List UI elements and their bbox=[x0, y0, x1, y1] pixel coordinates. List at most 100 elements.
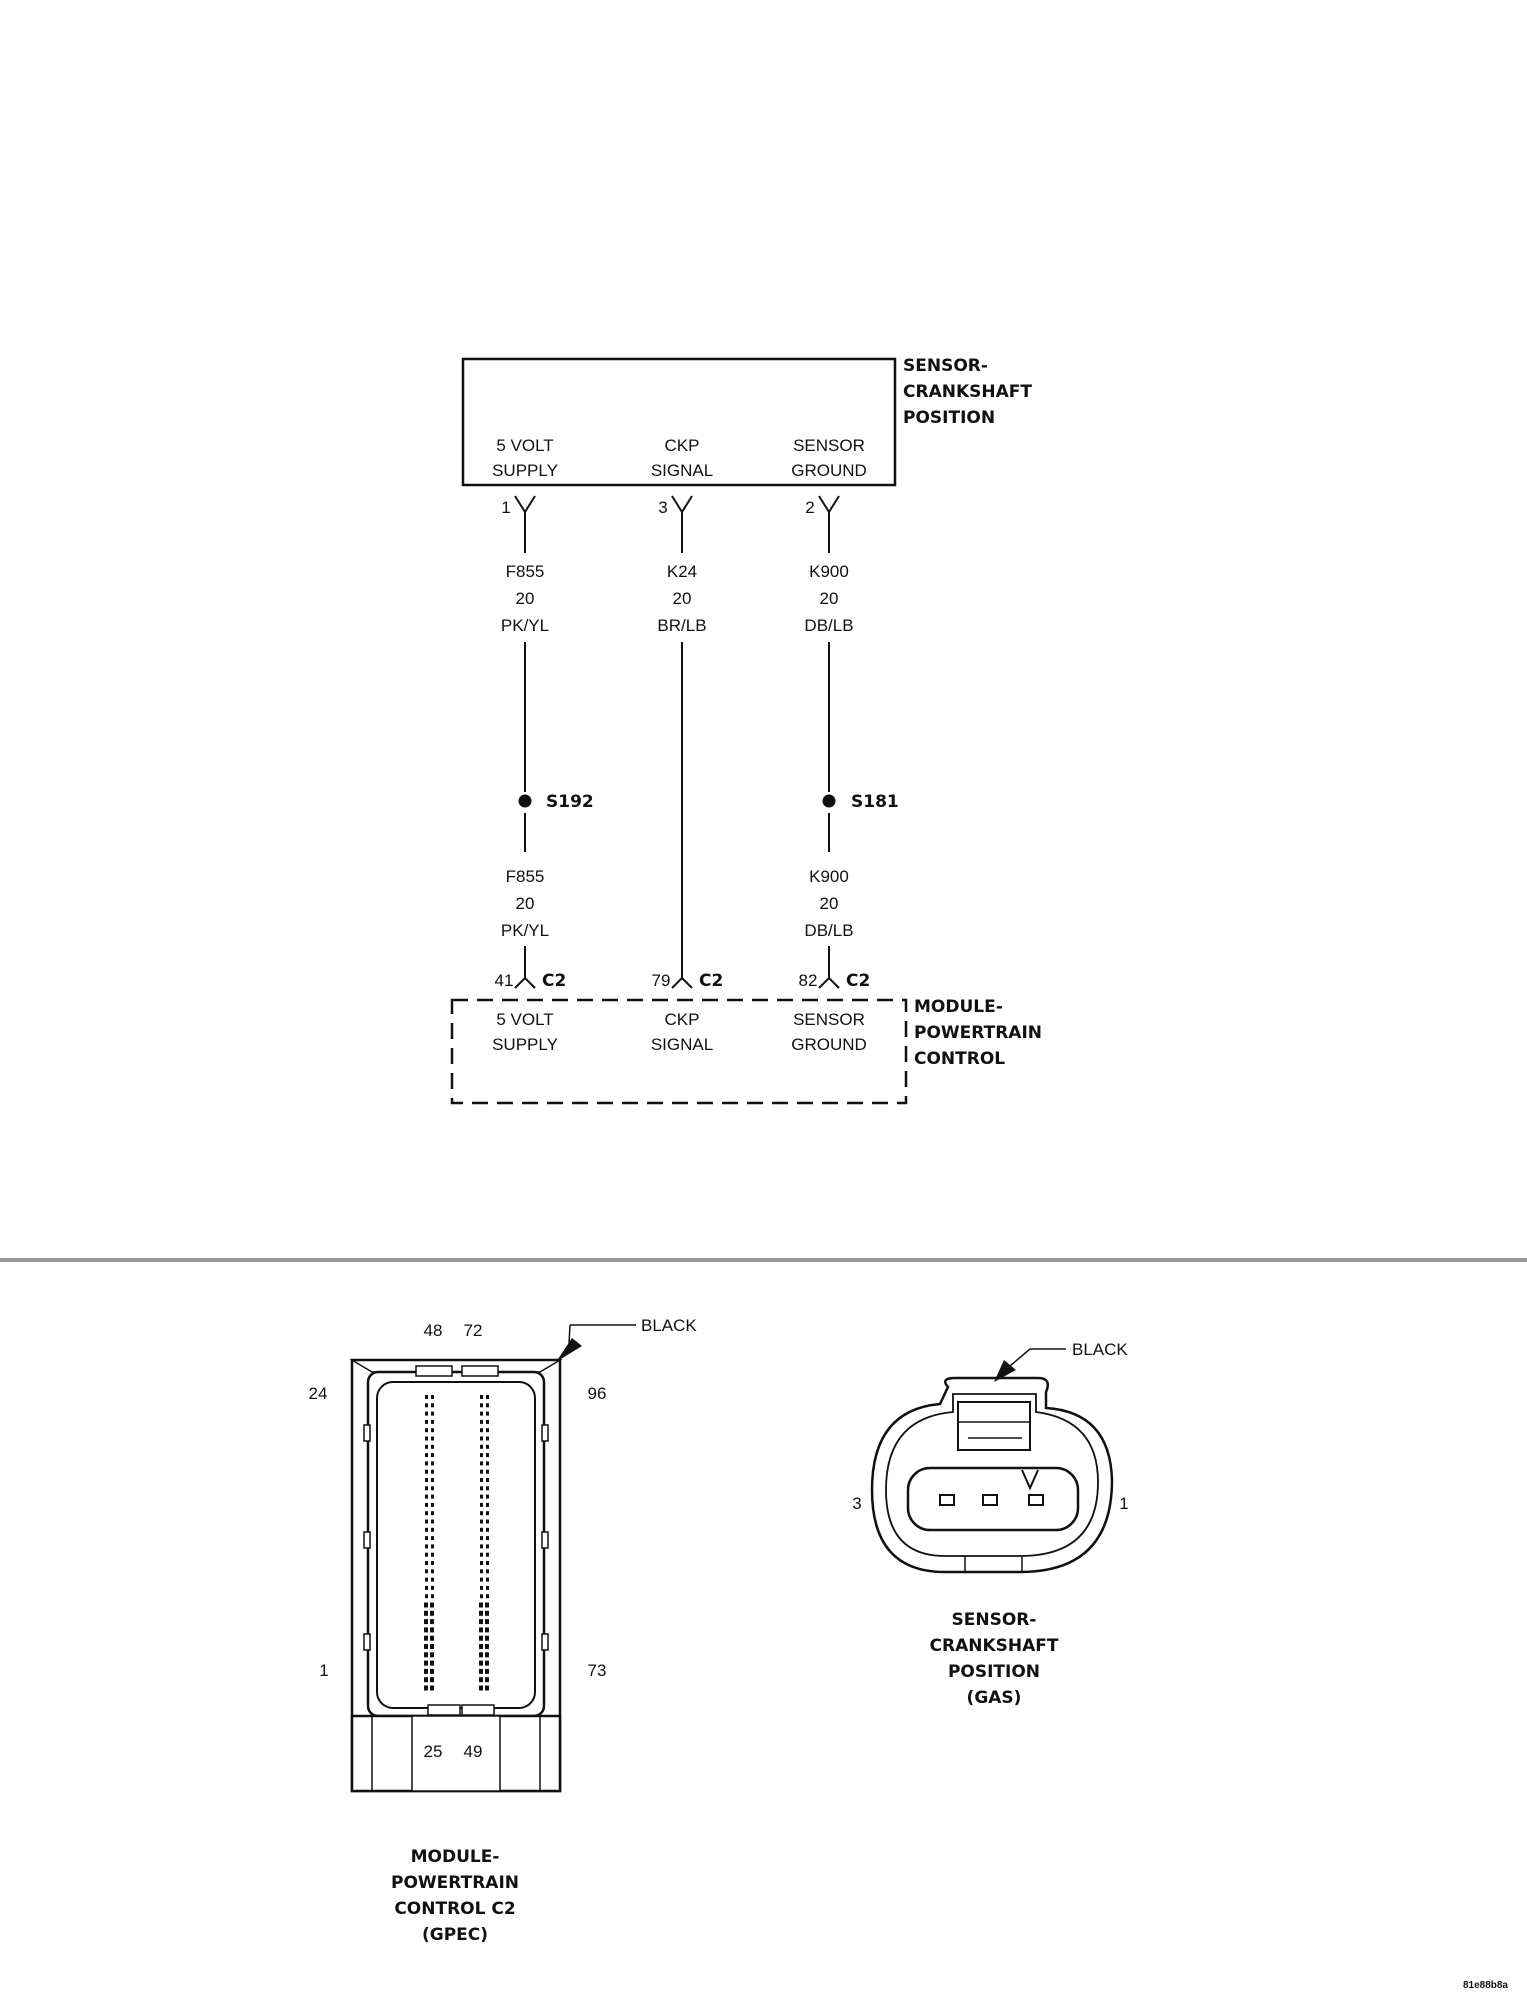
pin-cavity bbox=[425, 1527, 428, 1532]
splice2-circuit: K900 bbox=[809, 867, 849, 886]
pin-cavity bbox=[430, 1627, 434, 1633]
sensor-terminals bbox=[514, 495, 840, 514]
pin-cavity bbox=[480, 1527, 483, 1532]
pin-cavity bbox=[486, 1552, 489, 1557]
pin-cavity bbox=[424, 1635, 428, 1641]
pin-cavity bbox=[480, 1585, 483, 1590]
pin-cavity bbox=[479, 1668, 483, 1674]
terminal-82-symbol bbox=[818, 976, 840, 989]
module-pin79-label-line1: CKP bbox=[665, 1010, 700, 1029]
pin-cavity bbox=[425, 1552, 428, 1557]
sensor-pin1-label-line2: SUPPLY bbox=[492, 461, 558, 480]
pin-cavity bbox=[431, 1511, 434, 1516]
pin-cavity bbox=[431, 1561, 434, 1565]
pin-cavity bbox=[431, 1536, 434, 1541]
pin-cavity bbox=[480, 1561, 483, 1565]
pin-cavity bbox=[480, 1403, 483, 1408]
ckp-caption-line1: SENSOR- bbox=[952, 1610, 1037, 1630]
module-pin82-label-line2: GROUND bbox=[791, 1035, 867, 1054]
pin-cavity bbox=[425, 1594, 428, 1599]
pin-cavity bbox=[431, 1585, 434, 1590]
ckp-sensor-connector-drawing bbox=[870, 1376, 1114, 1574]
pin-cavity bbox=[425, 1502, 428, 1507]
pin-cavity bbox=[430, 1602, 434, 1608]
pin-cavity bbox=[431, 1453, 434, 1458]
pin-cavity bbox=[480, 1536, 483, 1541]
pin-cavity bbox=[431, 1494, 434, 1499]
pin-cavity bbox=[486, 1594, 489, 1599]
pcm-pin-label-25: 25 bbox=[424, 1742, 443, 1761]
sensor-box bbox=[461, 357, 897, 487]
pin-cavity bbox=[486, 1494, 489, 1499]
pin-cavity bbox=[424, 1644, 428, 1649]
pin-cavity bbox=[431, 1502, 434, 1507]
module-pin-number-82: 82 bbox=[799, 971, 818, 990]
wire3-circuit: K900 bbox=[809, 562, 849, 581]
sensor-pin-number-1: 1 bbox=[501, 498, 510, 517]
pin-cavity bbox=[425, 1494, 428, 1499]
pin-cavity bbox=[486, 1411, 489, 1416]
pcm-c2-connector-drawing bbox=[349, 1358, 563, 1793]
pin-cavity bbox=[431, 1527, 434, 1532]
pin-cavity bbox=[486, 1561, 489, 1565]
module-box bbox=[450, 998, 908, 1105]
ckp-callout-leader-diagonal bbox=[1009, 1348, 1031, 1367]
splice-s192-dot bbox=[518, 794, 532, 808]
pin-cavity bbox=[479, 1610, 483, 1616]
pin-cavity bbox=[431, 1544, 434, 1549]
pin-cavity bbox=[425, 1444, 428, 1449]
pin-cavity bbox=[486, 1486, 489, 1491]
pin-cavity bbox=[485, 1652, 489, 1658]
ckp-caption-line3: POSITION bbox=[948, 1662, 1040, 1682]
pin-cavity bbox=[479, 1619, 483, 1625]
pin-cavity bbox=[486, 1395, 489, 1399]
pin-cavity bbox=[486, 1519, 489, 1524]
splice1-circuit: F855 bbox=[506, 867, 545, 886]
pin-cavity bbox=[486, 1544, 489, 1549]
pin-cavity bbox=[480, 1411, 483, 1416]
pin-cavity bbox=[486, 1527, 489, 1532]
pin-cavity bbox=[430, 1668, 434, 1674]
pin-cavity bbox=[486, 1469, 489, 1474]
pin-cavity bbox=[480, 1419, 483, 1424]
pin-cavity bbox=[485, 1668, 489, 1674]
sensor-title-line2: CRANKSHAFT bbox=[903, 382, 1032, 402]
pin-cavity bbox=[425, 1403, 428, 1408]
pcm-pin-label-49: 49 bbox=[464, 1742, 483, 1761]
ckp-housing-outline bbox=[870, 1376, 1114, 1574]
pin-cavity bbox=[486, 1436, 489, 1441]
sensor-pin-number-3: 3 bbox=[658, 498, 667, 517]
pin-cavity bbox=[424, 1685, 428, 1691]
pin-cavity bbox=[425, 1536, 428, 1541]
pin-cavity bbox=[425, 1569, 428, 1574]
splice2-color: DB/LB bbox=[804, 921, 853, 940]
wire3-color: DB/LB bbox=[804, 616, 853, 635]
pin-cavity bbox=[486, 1461, 489, 1466]
pin-cavity bbox=[431, 1569, 434, 1574]
section-divider bbox=[0, 1258, 1527, 1262]
pin-cavity bbox=[425, 1428, 428, 1433]
pin-cavity bbox=[424, 1668, 428, 1674]
terminal-3-symbol bbox=[671, 495, 693, 514]
pin-cavity bbox=[425, 1461, 428, 1466]
pin-cavity bbox=[480, 1594, 483, 1599]
pin-cavity bbox=[486, 1569, 489, 1574]
module-pin-number-79: 79 bbox=[652, 971, 671, 990]
ckp-pin-label-1: 1 bbox=[1119, 1494, 1128, 1513]
pin-cavity bbox=[479, 1677, 483, 1683]
pin-cavity bbox=[430, 1644, 434, 1649]
pin-cavity bbox=[424, 1660, 428, 1666]
pin-cavity bbox=[485, 1644, 489, 1649]
pin-cavity bbox=[485, 1677, 489, 1683]
pin-cavity bbox=[425, 1395, 428, 1399]
pin-cavity bbox=[431, 1411, 434, 1416]
pin-cavity bbox=[486, 1577, 489, 1582]
pin-cavity bbox=[430, 1660, 434, 1666]
pin-cavity bbox=[479, 1652, 483, 1658]
pin-cavity bbox=[425, 1411, 428, 1416]
pin-cavity bbox=[486, 1585, 489, 1590]
splice-s181-label: S181 bbox=[851, 792, 899, 812]
pin-cavity bbox=[480, 1552, 483, 1557]
pin-cavity bbox=[431, 1436, 434, 1441]
